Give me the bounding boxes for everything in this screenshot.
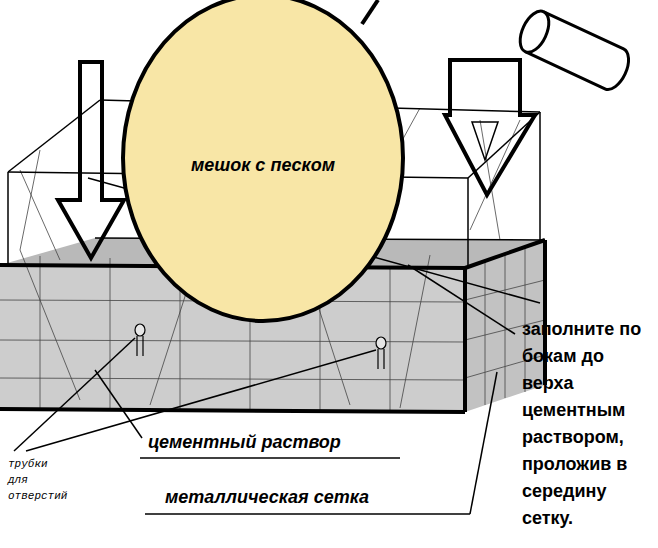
pipe [514, 7, 634, 94]
sand-bag-circle: мешок с песком [121, 0, 405, 323]
bag-outline [123, 0, 403, 321]
part-label: цементный раствор [148, 432, 341, 453]
instruction-note: заполните по бокам до верха цементным ра… [522, 316, 654, 532]
node-label: мешок с песком [191, 155, 335, 176]
bag-string [362, 0, 378, 24]
hole-tubes [135, 324, 386, 369]
part-label: металлическая сетка [165, 487, 369, 508]
part-label: трубки для отверстий [8, 456, 72, 504]
pour-arrow [445, 60, 535, 195]
pour-arrow [58, 62, 124, 258]
pour-arrow-inner [472, 122, 498, 160]
